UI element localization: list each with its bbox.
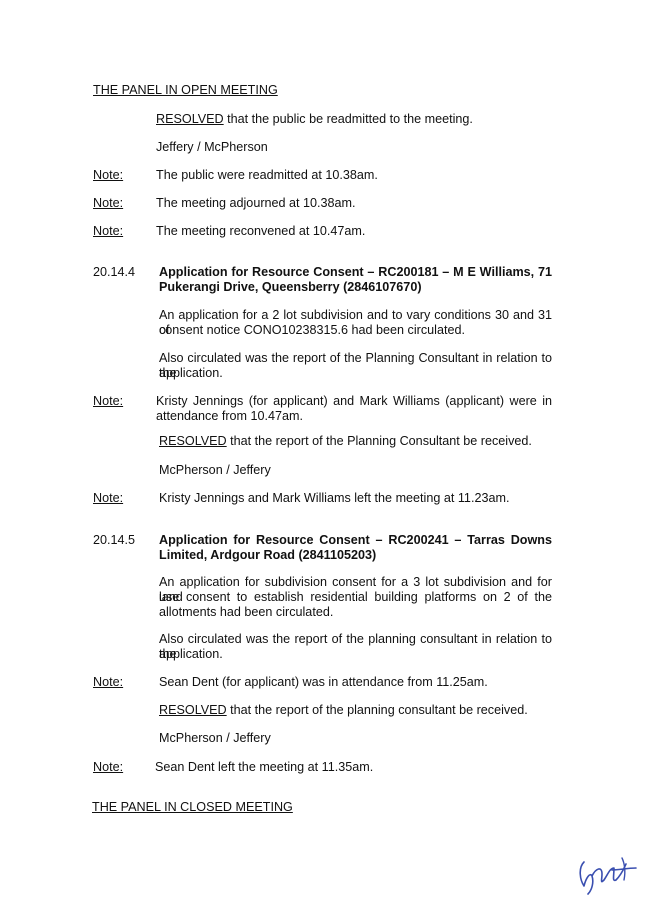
open-resolution: RESOLVED that the public be readmitted t… [156,112,473,127]
resolution-text: that the report of the Planning Consulta… [226,434,532,448]
resolution-text: that the public be readmitted to the mee… [223,112,473,126]
resolution-text: that the report of the planning consulta… [226,703,528,717]
movers: McPherson / Jeffery [159,463,271,477]
resolved-keyword: RESOLVED [159,434,227,448]
movers: McPherson / Jeffery [159,731,271,745]
signature-icon [579,857,637,895]
item-number: 20.14.5 [93,533,136,547]
note-text: The meeting reconvened at 10.47am. [156,224,366,238]
note-text: Sean Dent left the meeting at 11.35am. [155,760,374,774]
item-paragraph: An application for subdivision consent f… [159,575,552,604]
item-resolution: RESOLVED that the report of the planning… [159,703,528,718]
note-label: Note: [93,168,124,182]
note-label: Note: [93,394,124,408]
note-label: Note: [93,224,124,238]
item-title: Pukerangi Drive, Queensberry (2846107670… [159,280,422,294]
open-meeting-heading: THE PANEL IN OPEN MEETING [93,83,278,97]
note-text: Sean Dent (for applicant) was in attenda… [159,675,488,689]
item-paragraph: use consent to establish residential bui… [159,590,552,604]
movers: Jeffery / McPherson [156,140,268,154]
item-paragraph: application. [159,366,223,380]
note-text: Kristy Jennings and Mark Williams left t… [159,491,510,505]
note-label: Note: [93,675,124,689]
note-label: Note: [93,196,124,210]
item-title: Application for Resource Consent – RC200… [159,533,552,547]
note-text: Kristy Jennings (for applicant) and Mark… [156,394,552,408]
resolved-keyword: RESOLVED [159,703,227,717]
note-text: The meeting adjourned at 10.38am. [156,196,356,210]
note-label: Note: [93,760,124,774]
note-text: attendance from 10.47am. [156,409,304,423]
item-paragraph: consent notice CONO10238315.6 had been c… [159,323,465,337]
item-resolution: RESOLVED that the report of the Planning… [159,434,532,449]
closed-meeting-heading: THE PANEL IN CLOSED MEETING [92,800,293,814]
item-paragraph: application. [159,647,223,661]
item-paragraph: Also circulated was the report of the pl… [159,632,552,661]
item-number: 20.14.4 [93,265,136,279]
item-title: Limited, Ardgour Road (2841105203) [159,548,377,562]
note-label: Note: [93,491,124,505]
item-paragraph: allotments had been circulated. [159,605,334,619]
resolved-keyword: RESOLVED [156,112,224,126]
note-text: The public were readmitted at 10.38am. [156,168,378,182]
item-paragraph: An application for a 2 lot subdivision a… [159,308,552,337]
item-title: Application for Resource Consent – RC200… [159,265,552,279]
item-paragraph: Also circulated was the report of the Pl… [159,351,552,380]
